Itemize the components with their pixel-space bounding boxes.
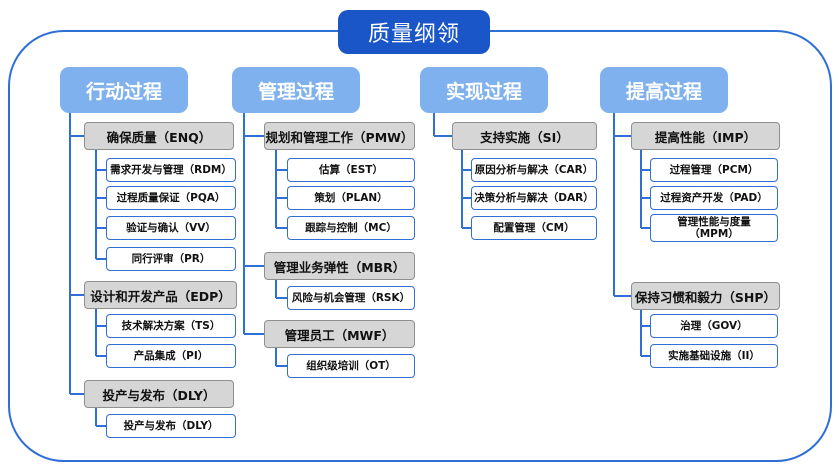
process-area-box: 原因分析与解决（CAR） (471, 158, 597, 182)
process-area-box: 配置管理（CM） (471, 216, 597, 240)
connector-line (641, 325, 650, 327)
group-box: 保持习惯和毅力（SHP） (631, 282, 780, 310)
connector-line (461, 150, 463, 228)
connector-line (462, 169, 471, 171)
process-area-box: 需求开发与管理（RDM） (106, 158, 236, 182)
connector-line (244, 333, 264, 335)
connector-line (276, 227, 287, 229)
connector-line (641, 227, 650, 229)
connector-line (69, 113, 71, 394)
process-area-box: 技术解决方案（TS） (106, 314, 236, 338)
process-area-box: 跟踪与控制（MC） (287, 216, 415, 240)
connector-line (70, 294, 84, 296)
group-box: 管理业务弹性（MBR） (264, 252, 415, 280)
connector-line (275, 348, 277, 366)
process-area-box: 策划（PLAN） (287, 186, 415, 210)
process-area-box: 管理性能与度量（MPM） (650, 214, 778, 242)
process-area-box: 过程管理（PCM） (650, 158, 778, 182)
connector-line (641, 355, 650, 357)
connector-line (462, 197, 471, 199)
connector-line (96, 197, 106, 199)
process-area-box: 投产与发布（DLY） (106, 414, 236, 438)
process-area-box: 决策分析与解决（DAR） (471, 186, 597, 210)
connector-line (243, 113, 245, 334)
diagram-title: 质量纲领 (338, 10, 490, 54)
connector-line (433, 113, 435, 136)
connector-line (96, 227, 106, 229)
connector-line (70, 135, 84, 137)
connector-line (614, 295, 631, 297)
connector-line (276, 197, 287, 199)
connector-line (96, 258, 106, 260)
connector-line (462, 227, 471, 229)
process-area-box: 过程资产开发（PAD） (650, 186, 778, 210)
group-box: 提高性能（IMP） (631, 122, 780, 150)
group-box: 规划和管理工作（PMW） (264, 122, 415, 150)
connector-line (614, 135, 631, 137)
process-area-box: 实施基础设施（II） (650, 344, 778, 368)
process-box: 管理过程 (232, 67, 360, 113)
group-box: 管理员工（MWF） (264, 320, 415, 348)
process-area-box: 同行评审（PR） (106, 247, 236, 271)
connector-line (641, 197, 650, 199)
group-box: 设计和开发产品（EDP） (84, 281, 237, 309)
group-box: 投产与发布（DLY） (84, 380, 234, 408)
process-area-box: 过程质量保证（PQA） (106, 186, 236, 210)
connector-line (613, 113, 615, 296)
connector-line (640, 310, 642, 356)
group-box: 支持实施（SI） (452, 122, 597, 150)
connector-line (95, 150, 97, 259)
connector-line (244, 265, 264, 267)
process-area-box: 风险与机会管理（RSK） (287, 286, 415, 310)
connector-line (96, 355, 106, 357)
process-area-box: 估算（EST） (287, 158, 415, 182)
connector-line (276, 169, 287, 171)
connector-line (641, 169, 650, 171)
connector-line (95, 309, 97, 356)
process-area-box: 验证与确认（VV） (106, 216, 236, 240)
connector-line (434, 135, 452, 137)
process-box: 行动过程 (60, 67, 188, 113)
connector-line (95, 408, 97, 426)
connector-line (96, 325, 106, 327)
process-area-box: 组织级培训（OT） (287, 354, 415, 378)
connector-line (96, 169, 106, 171)
connector-line (70, 393, 84, 395)
connector-line (640, 150, 642, 228)
connector-line (275, 280, 277, 298)
process-box: 提高过程 (600, 67, 728, 113)
connector-line (96, 425, 106, 427)
connector-line (276, 297, 287, 299)
process-box: 实现过程 (420, 67, 548, 113)
group-box: 确保质量（ENQ） (84, 122, 234, 150)
connector-line (244, 135, 264, 137)
connector-line (275, 150, 277, 228)
process-area-box: 产品集成（PI） (106, 344, 236, 368)
process-area-box: 治理（GOV） (650, 314, 778, 338)
connector-line (276, 365, 287, 367)
